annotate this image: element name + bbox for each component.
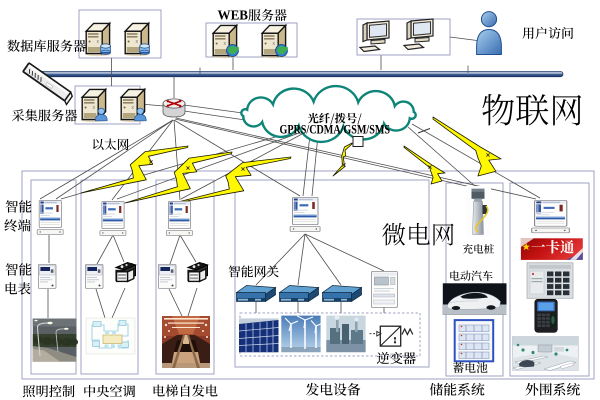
svg-text:WEB: WEB — [218, 8, 249, 23]
svg-text:GPRS/CDMA/GSM/SMS: GPRS/CDMA/GSM/SMS — [280, 122, 391, 136]
